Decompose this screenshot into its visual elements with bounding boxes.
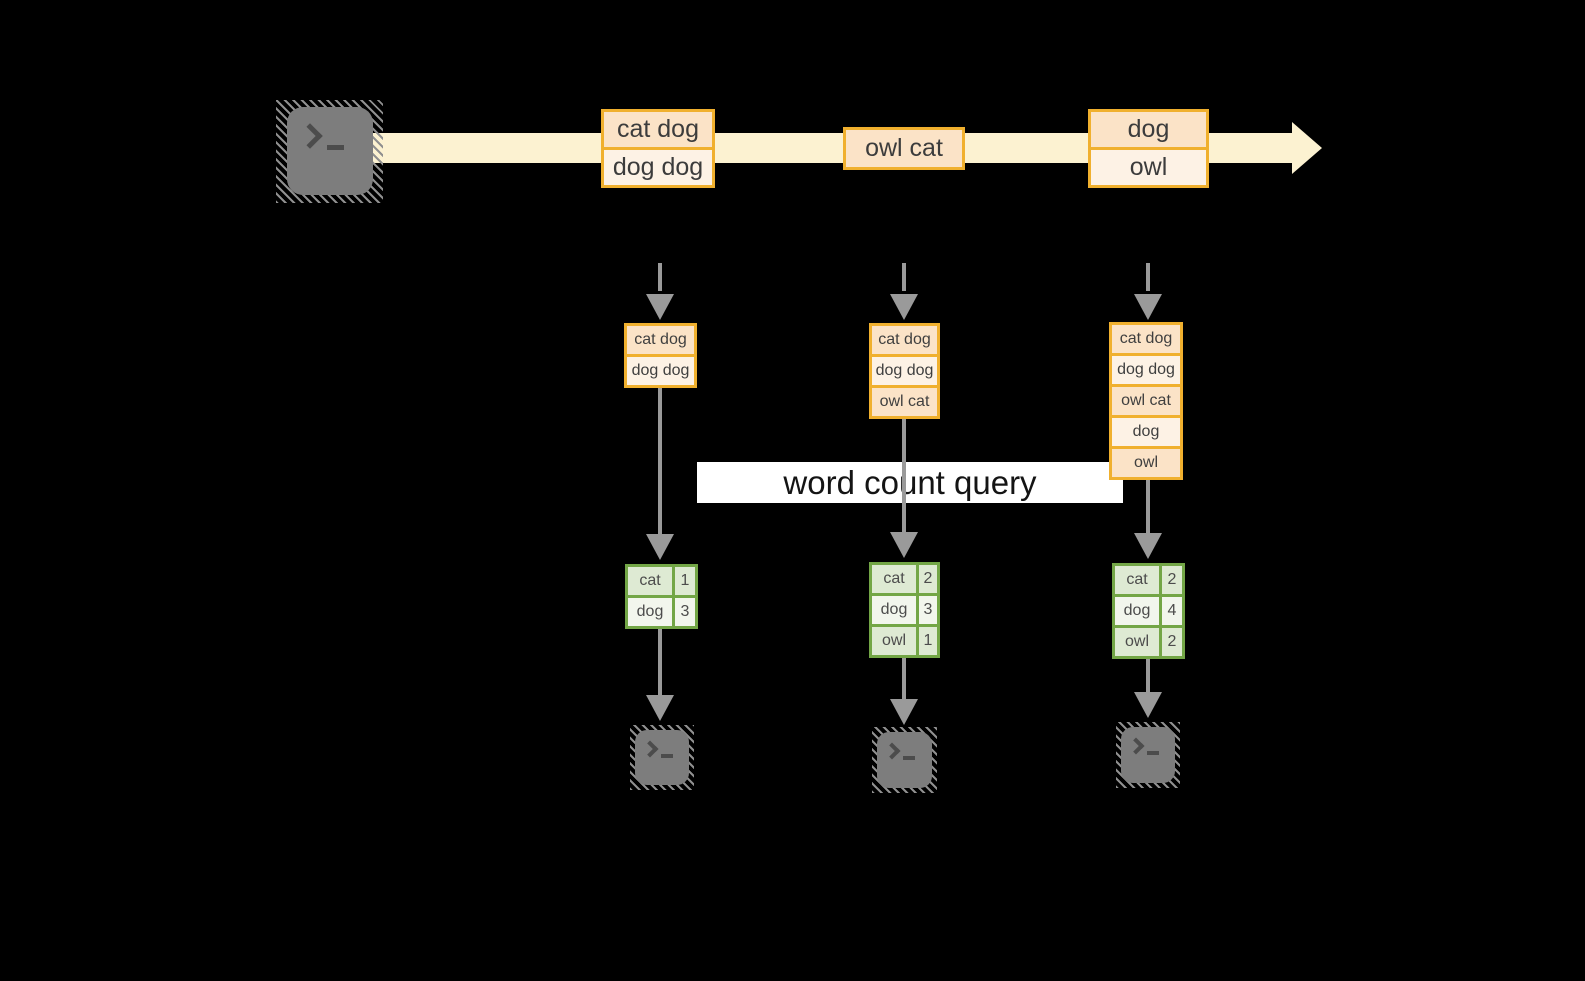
state-line: owl cat [872, 388, 937, 416]
flow-arrow-head-icon [1134, 533, 1162, 559]
count-cell: 2 [1162, 628, 1182, 656]
word-cell: dog [1115, 597, 1159, 625]
flow-arrow-line [902, 419, 906, 532]
flow-arrow-head-icon [646, 534, 674, 560]
dashed-arrow-line [658, 263, 662, 291]
table-row: cat 1 [628, 567, 695, 595]
terminal-icon [635, 730, 689, 785]
word-cell: cat [628, 567, 672, 595]
query-label: word count query [697, 462, 1123, 503]
terminal-prompt-cursor-icon [1147, 751, 1159, 755]
table-row: cat 2 [1115, 566, 1182, 594]
stream-event: dog dog [604, 150, 712, 185]
flow-arrow-head-icon [890, 532, 918, 558]
dashed-arrow-line [902, 263, 906, 291]
terminal-prompt-cursor-icon [327, 145, 344, 150]
terminal-prompt-chevron-icon [883, 742, 901, 760]
flow-arrow-line [902, 658, 906, 699]
flow-arrow-line [658, 388, 662, 534]
terminal-prompt-chevron-icon [297, 123, 323, 149]
count-cell: 3 [919, 596, 937, 624]
stream-event: cat dog [604, 112, 712, 147]
flow-arrow-head-icon [890, 699, 918, 725]
state-line: owl cat [1112, 387, 1180, 415]
state-stack-1: cat dog dog dog [624, 323, 697, 388]
table-row: dog 3 [872, 596, 937, 624]
state-line: dog [1112, 418, 1180, 446]
flow-arrow-head-icon [646, 695, 674, 721]
state-line: dog dog [872, 357, 937, 385]
word-cell: owl [1115, 628, 1159, 656]
table-row: cat 2 [872, 565, 937, 593]
terminal-prompt-chevron-icon [641, 740, 659, 758]
count-cell: 2 [919, 565, 937, 593]
dashed-arrow-head-icon [890, 294, 918, 320]
state-line: cat dog [1112, 325, 1180, 353]
stream-event-group-2: owl cat [843, 127, 965, 170]
dashed-arrow-head-icon [1134, 294, 1162, 320]
word-cell: dog [628, 598, 672, 626]
count-table-2: cat 2 dog 3 owl 1 [869, 562, 940, 658]
dashed-arrow-line [1146, 263, 1150, 291]
state-line: cat dog [627, 326, 694, 354]
state-line: dog dog [1112, 356, 1180, 384]
terminal-icon [287, 107, 373, 195]
word-cell: dog [872, 596, 916, 624]
count-cell: 3 [675, 598, 695, 626]
state-stack-3: cat dog dog dog owl cat dog owl [1109, 322, 1183, 480]
terminal-prompt-chevron-icon [1127, 737, 1145, 755]
stream-event: dog [1091, 112, 1206, 147]
table-row: dog 3 [628, 598, 695, 626]
terminal-prompt-cursor-icon [661, 754, 673, 758]
terminal-prompt-cursor-icon [903, 756, 915, 760]
terminal-icon [877, 732, 932, 788]
terminal-icon [1121, 727, 1175, 783]
dashed-arrow-head-icon [646, 294, 674, 320]
state-stack-2: cat dog dog dog owl cat [869, 323, 940, 419]
state-line: owl [1112, 449, 1180, 477]
stream-event: owl cat [846, 130, 962, 167]
flow-arrow-line [1146, 659, 1150, 692]
count-cell: 2 [1162, 566, 1182, 594]
flow-arrow-line [658, 629, 662, 695]
flow-arrow-line [1146, 480, 1150, 533]
state-line: dog dog [627, 357, 694, 385]
word-cell: owl [872, 627, 916, 655]
table-row: owl 2 [1115, 628, 1182, 656]
count-table-1: cat 1 dog 3 [625, 564, 698, 629]
word-cell: cat [1115, 566, 1159, 594]
count-cell: 1 [919, 627, 937, 655]
stream-timeline-arrowhead-icon [1292, 122, 1322, 174]
flow-arrow-head-icon [1134, 692, 1162, 718]
count-table-3: cat 2 dog 4 owl 2 [1112, 563, 1185, 659]
stream-event: owl [1091, 150, 1206, 185]
count-cell: 1 [675, 567, 695, 595]
stream-event-group-3: dog owl [1088, 109, 1209, 188]
word-cell: cat [872, 565, 916, 593]
table-row: owl 1 [872, 627, 937, 655]
stream-event-group-1: cat dog dog dog [601, 109, 715, 188]
state-line: cat dog [872, 326, 937, 354]
table-row: dog 4 [1115, 597, 1182, 625]
count-cell: 4 [1162, 597, 1182, 625]
